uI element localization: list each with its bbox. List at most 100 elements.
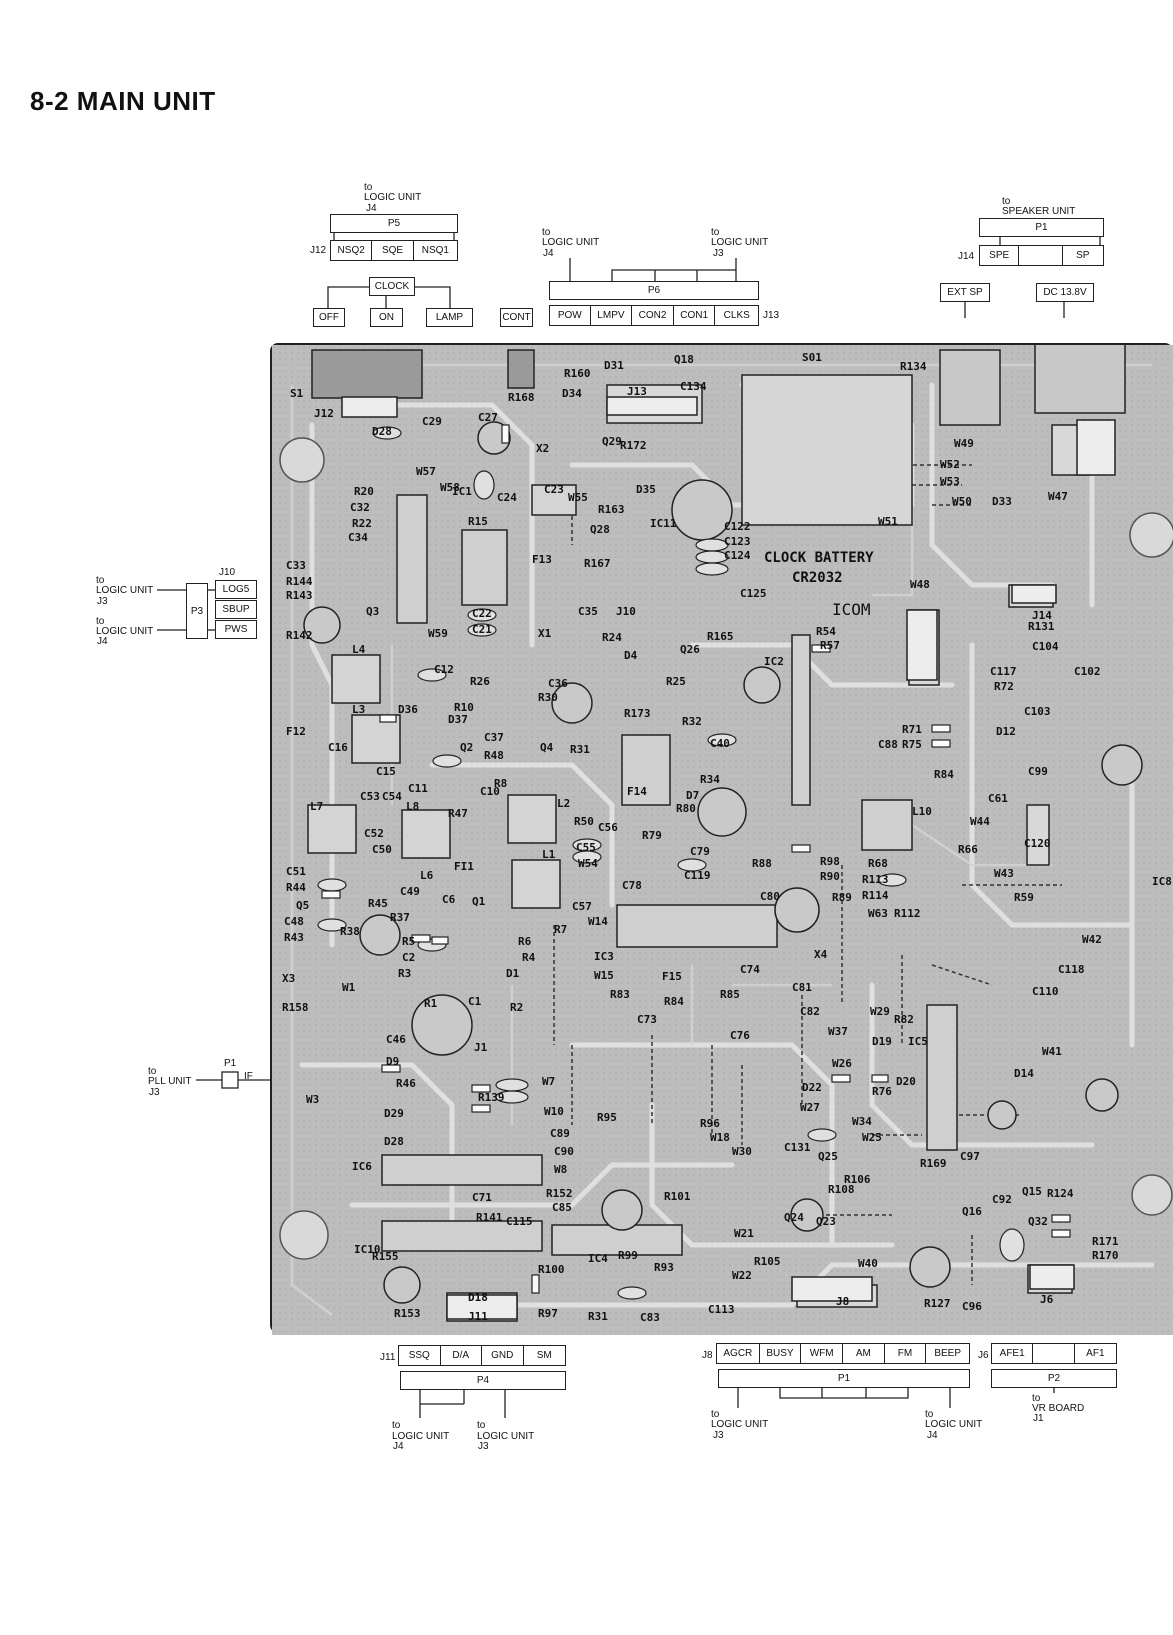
r7-label: R7: [554, 923, 568, 936]
pin-sqe: SQE: [372, 241, 414, 260]
c29-label: C29: [422, 415, 442, 428]
logic-unit-label: LOGIC UNIT: [392, 1431, 450, 1442]
s01-label: S01: [802, 351, 822, 364]
q1-label: Q1: [472, 895, 486, 908]
d36-label: D36: [398, 703, 418, 716]
f15-label: F15: [662, 970, 682, 983]
w8-label: W8: [554, 1163, 568, 1176]
c119-label: C119: [684, 869, 711, 882]
d12-label: D12: [996, 725, 1016, 738]
r79-label: R79: [642, 829, 662, 842]
c71-label: C71: [472, 1191, 492, 1204]
j12-board-label: J12: [314, 407, 334, 420]
r83-label: R83: [610, 988, 630, 1001]
clock-switch-label: CLOCK: [369, 277, 415, 296]
pin-spe: SPE: [980, 246, 1020, 265]
j6-connector: AFE1 AF1: [991, 1343, 1117, 1364]
x3-label: X3: [282, 972, 296, 985]
logic-unit-label: LOGIC UNIT: [477, 1431, 535, 1442]
j11-board-label: J11: [468, 1310, 488, 1323]
to-label: to: [364, 182, 373, 193]
pcb-board: CLOCK BATTERY CR2032 ICOM S01 S1 IC1 IC2…: [270, 343, 1173, 1335]
r59-label: R59: [1014, 891, 1034, 904]
pin-empty: [1033, 1344, 1075, 1363]
c134-label: C134: [680, 380, 707, 393]
pin-sp: SP: [1076, 250, 1090, 261]
l10-label: L10: [912, 805, 932, 818]
c12-label: C12: [434, 663, 454, 676]
r172-label: R172: [620, 439, 647, 452]
w18-label: W18: [710, 1131, 730, 1144]
c104-label: C104: [1032, 640, 1059, 653]
d4-label: D4: [624, 649, 638, 662]
to-label: to: [1002, 196, 1011, 207]
r71-label: R71: [902, 723, 922, 736]
battery-type-label: CR2032: [792, 570, 843, 586]
pin-da: D/A: [441, 1346, 482, 1365]
c1-label: C1: [468, 995, 482, 1008]
jack-label: J4: [97, 636, 108, 647]
w52-label: W52: [940, 458, 960, 471]
d9-label: D9: [386, 1055, 400, 1068]
icom-logo: ICOM: [832, 600, 871, 619]
c103-label: C103: [1024, 705, 1051, 718]
pll-plug-label: P1: [224, 1058, 237, 1069]
r88-label: R88: [752, 857, 772, 870]
r30-label: R30: [538, 691, 558, 704]
to-label: to: [148, 1066, 157, 1077]
c32-label: C32: [350, 501, 370, 514]
c46-label: C46: [386, 1033, 406, 1046]
j12-label: J12: [310, 245, 327, 256]
jack-label: J3: [713, 1430, 724, 1441]
c90-label: C90: [554, 1145, 574, 1158]
dc-label: DC 13.8V: [1036, 283, 1094, 302]
l2-label: L2: [557, 797, 571, 810]
r112-label: R112: [894, 907, 921, 920]
c11-label: C11: [408, 782, 428, 795]
cont-label: CONT: [500, 308, 533, 327]
w1-label: W1: [342, 981, 356, 994]
w50-label: W50: [952, 495, 972, 508]
r44-label: R44: [286, 881, 306, 894]
pin-con1: CON1: [674, 306, 716, 325]
w15-label: W15: [594, 969, 614, 982]
plug-p2: P2: [991, 1369, 1117, 1388]
c56-label: C56: [598, 821, 618, 834]
r8-label: R8: [494, 777, 508, 790]
q16-label: Q16: [962, 1205, 982, 1218]
w49-label: W49: [954, 437, 974, 450]
w41-label: W41: [1042, 1045, 1062, 1058]
d28-label: D28: [384, 1135, 404, 1148]
j13-label: J13: [763, 310, 780, 321]
jack-label: J3: [713, 248, 724, 259]
d19-label: D19: [872, 1035, 892, 1048]
c102-label: C102: [1074, 665, 1101, 678]
r98-label: R98: [820, 855, 840, 868]
c10-label: C10: [480, 785, 500, 798]
d14-label: D14: [1014, 1067, 1034, 1080]
d29-label: D29: [384, 1107, 404, 1120]
pin-beep: BEEP: [934, 1348, 962, 1359]
r43-label: R43: [284, 931, 304, 944]
c82-label: C82: [800, 1005, 820, 1018]
logic-unit-label: LOGIC UNIT: [711, 237, 769, 248]
w42-label: W42: [1082, 933, 1102, 946]
ic3-label: IC3: [594, 950, 614, 963]
c85-label: C85: [552, 1201, 572, 1214]
logic-unit-label: LOGIC UNIT: [364, 192, 422, 203]
r32-label: R32: [682, 715, 702, 728]
pin-on: ON: [370, 308, 403, 327]
c35-label: C35: [578, 605, 598, 618]
j14-board-label: J14: [1032, 609, 1052, 622]
r124-label: R124: [1047, 1187, 1074, 1200]
pin-busy: BUSY: [760, 1344, 802, 1363]
pin-empty: [1019, 246, 1063, 265]
w3-label: W3: [306, 1093, 320, 1106]
r90-label: R90: [820, 870, 840, 883]
to-label: to: [96, 616, 105, 627]
c97-label: C97: [960, 1150, 980, 1163]
j12-connector: NSQ2 SQE NSQ1: [330, 240, 458, 261]
c81-label: C81: [792, 981, 812, 994]
r165-label: R165: [707, 630, 734, 643]
